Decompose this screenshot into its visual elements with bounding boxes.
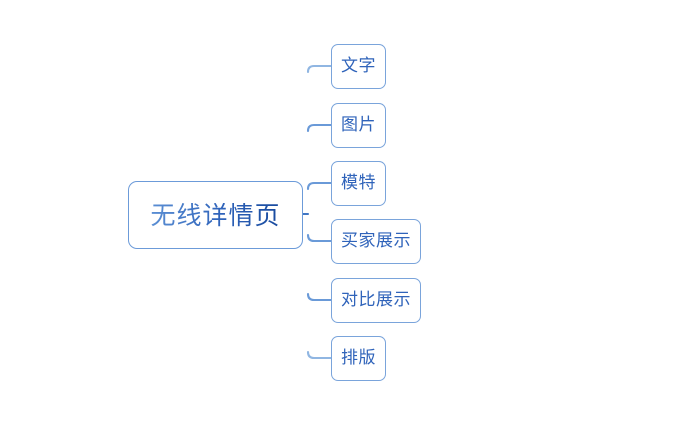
node-child-3-label: 模特 [341,173,376,193]
node-child-4-label: 买家展示 [341,231,411,251]
node-child-6[interactable]: 排版 [331,336,386,381]
node-child-1[interactable]: 文字 [331,44,386,89]
connector-branch-5 [306,292,333,302]
node-child-2[interactable]: 图片 [331,103,386,148]
connector-branch-2 [306,123,333,133]
node-child-5-label: 对比展示 [341,290,411,310]
node-child-1-label: 文字 [341,56,376,76]
node-child-5[interactable]: 对比展示 [331,278,421,323]
node-root-label: 无线详情页 [150,200,281,230]
connector-branch-4 [306,233,333,243]
node-root[interactable]: 无线详情页 [128,181,303,249]
node-child-4[interactable]: 买家展示 [331,219,421,264]
node-child-3[interactable]: 模特 [331,161,386,206]
connector-branch-6 [306,350,333,360]
node-child-2-label: 图片 [341,115,376,135]
connector-group [300,64,333,360]
node-child-6-label: 排版 [341,348,376,368]
connector-branch-3 [306,181,333,191]
connector-branch-1 [306,64,333,74]
